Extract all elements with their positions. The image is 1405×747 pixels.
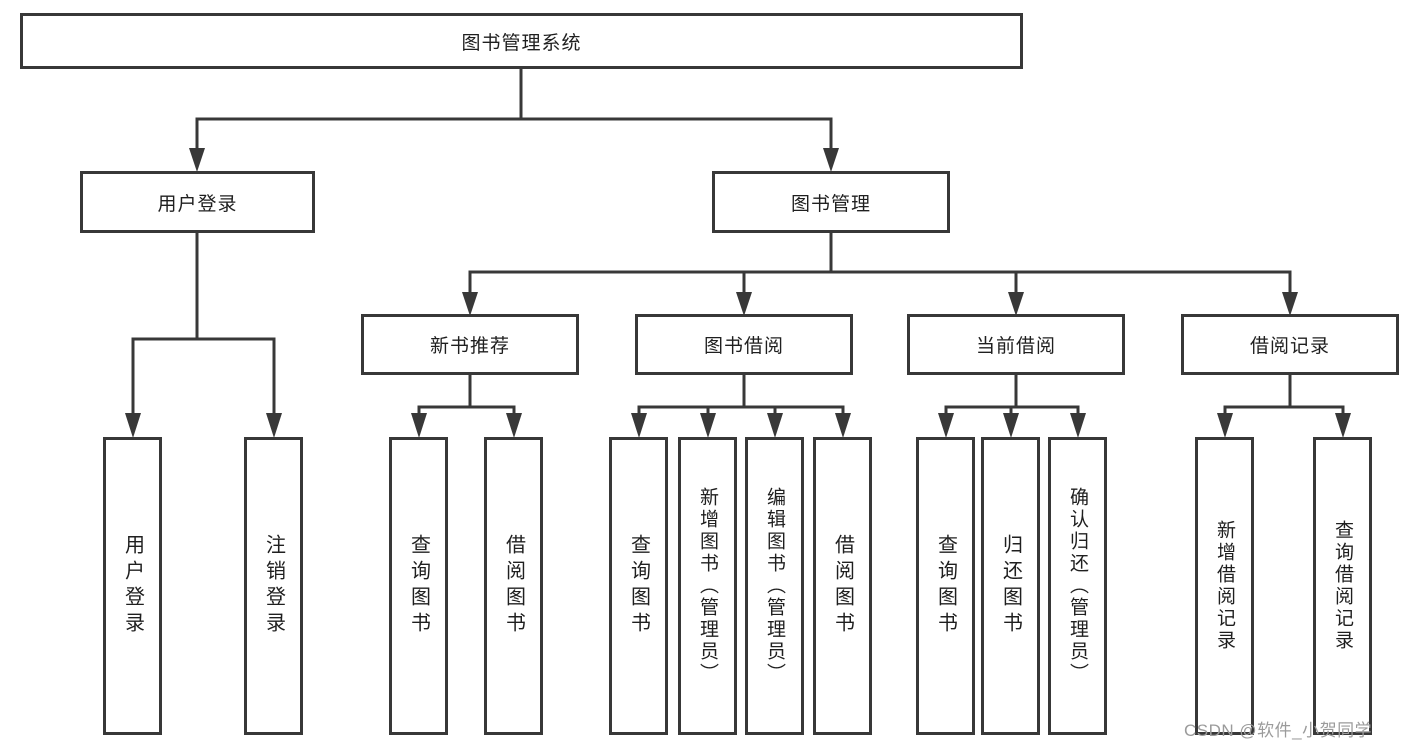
arrowheads-level4	[411, 413, 1351, 438]
arrowheads-user-login-children	[125, 413, 282, 438]
node-confirm-return-admin: 确认归还（管理员）	[1048, 437, 1107, 735]
node-borrow-books-leaf: 借阅图书	[813, 437, 872, 735]
node-new-book-recommendation: 新书推荐	[361, 314, 579, 375]
node-query-books-current: 查询图书	[916, 437, 975, 735]
connector-book-borrow-children	[637, 375, 845, 415]
node-query-borrow-record: 查询借阅记录	[1313, 437, 1372, 735]
node-query-books-borrow: 查询图书	[609, 437, 668, 735]
connector-user-login-children	[131, 233, 276, 414]
node-edit-book-admin: 编辑图书（管理员）	[745, 437, 804, 735]
node-book-management: 图书管理	[712, 171, 950, 233]
node-logout: 注销登录	[244, 437, 303, 735]
node-return-books: 归还图书	[981, 437, 1040, 735]
node-add-borrow-record: 新增借阅记录	[1195, 437, 1254, 735]
connector-borrow-record-children	[1223, 375, 1345, 415]
connector-book-mgmt-to-level3	[468, 233, 1292, 294]
node-current-borrowing: 当前借阅	[907, 314, 1125, 375]
node-query-books-recommend: 查询图书	[389, 437, 448, 735]
node-book-borrowing: 图书借阅	[635, 314, 853, 375]
node-user-login-leaf: 用户登录	[103, 437, 162, 735]
node-library-management-system: 图书管理系统	[20, 13, 1023, 69]
arrowheads-level3	[462, 292, 1298, 316]
connector-current-borrow-children	[944, 375, 1080, 415]
node-borrowing-records: 借阅记录	[1181, 314, 1399, 375]
arrowheads-level2	[189, 148, 839, 172]
connector-new-book-children	[417, 375, 516, 415]
connector-root-to-level2	[195, 69, 833, 150]
node-borrow-books-recommend: 借阅图书	[484, 437, 543, 735]
node-add-book-admin: 新增图书（管理员）	[678, 437, 737, 735]
node-user-login: 用户登录	[80, 171, 315, 233]
csdn-watermark: CSDN @软件_小贺同学	[1184, 721, 1373, 740]
